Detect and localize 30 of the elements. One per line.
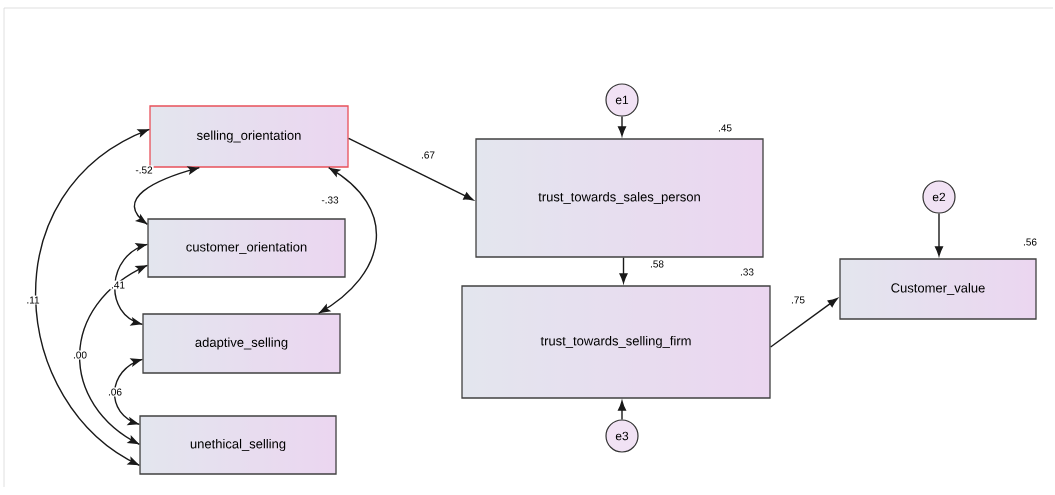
covariance-arrow [317, 166, 377, 315]
edge-label: .58 [649, 259, 665, 269]
edge-label: -.33 [320, 195, 340, 205]
covariance-arrow [34, 128, 151, 467]
squared-correlation: .33 [740, 268, 754, 276]
edge-label: -.52 [134, 165, 154, 175]
edge-label: .41 [110, 280, 126, 290]
covariance-arrow [114, 242, 149, 326]
variable-box: trust_towards_selling_firm [461, 285, 771, 399]
variable-box: customer_orientation [147, 218, 346, 278]
path-arrow [618, 400, 626, 421]
path-arrow [935, 212, 943, 257]
covariance-arrow [78, 264, 149, 446]
edge-label: .75 [790, 295, 806, 305]
covariance-arrow [113, 358, 144, 426]
variable-box: trust_towards_sales_person [475, 138, 764, 258]
path-arrow [619, 256, 628, 284]
edge-label: .06 [107, 387, 123, 397]
covariance-arrow [133, 166, 201, 226]
variable-box: adaptive_selling [142, 313, 341, 374]
path-arrow [769, 298, 838, 348]
variable-box: Customer_value [839, 258, 1037, 320]
path-arrow [347, 137, 474, 201]
variable-box: unethical_selling [139, 415, 337, 475]
squared-correlation: .45 [718, 124, 732, 132]
squared-correlation: .56 [1023, 238, 1037, 246]
edge-label: .67 [420, 150, 436, 160]
edge-label: .00 [72, 350, 88, 360]
edge-label: .11 [25, 295, 41, 305]
path-arrow [618, 115, 626, 137]
